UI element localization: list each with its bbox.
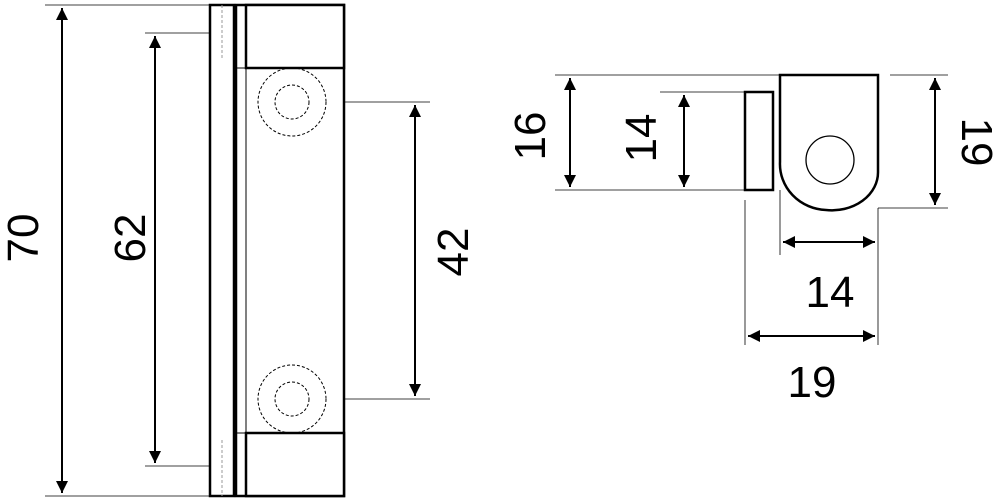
dim-label-side-height-outer: 16 (506, 112, 555, 161)
dim-label-width-inner: 14 (806, 268, 855, 317)
hinge-body (234, 3, 346, 498)
dim-label-side-height-inner: 14 (617, 114, 666, 163)
dim-label-width-outer: 19 (788, 358, 837, 407)
top-knuckle (244, 3, 346, 70)
bottom-knuckle (244, 431, 346, 498)
dim-label-side-height-right: 19 (952, 118, 1000, 167)
hinge-plate (208, 3, 236, 498)
dim-label-hole-spacing: 42 (429, 228, 478, 277)
pin-circle (805, 135, 855, 185)
bottom-screw-hole (257, 364, 327, 434)
side-view: 16 14 19 14 19 (506, 73, 1000, 407)
dim-label-overall-height: 70 (0, 214, 48, 263)
front-view: 70 62 42 (0, 3, 478, 498)
dim-label-inner-height: 62 (106, 214, 155, 263)
side-plate (743, 90, 775, 192)
top-screw-hole (257, 67, 327, 137)
